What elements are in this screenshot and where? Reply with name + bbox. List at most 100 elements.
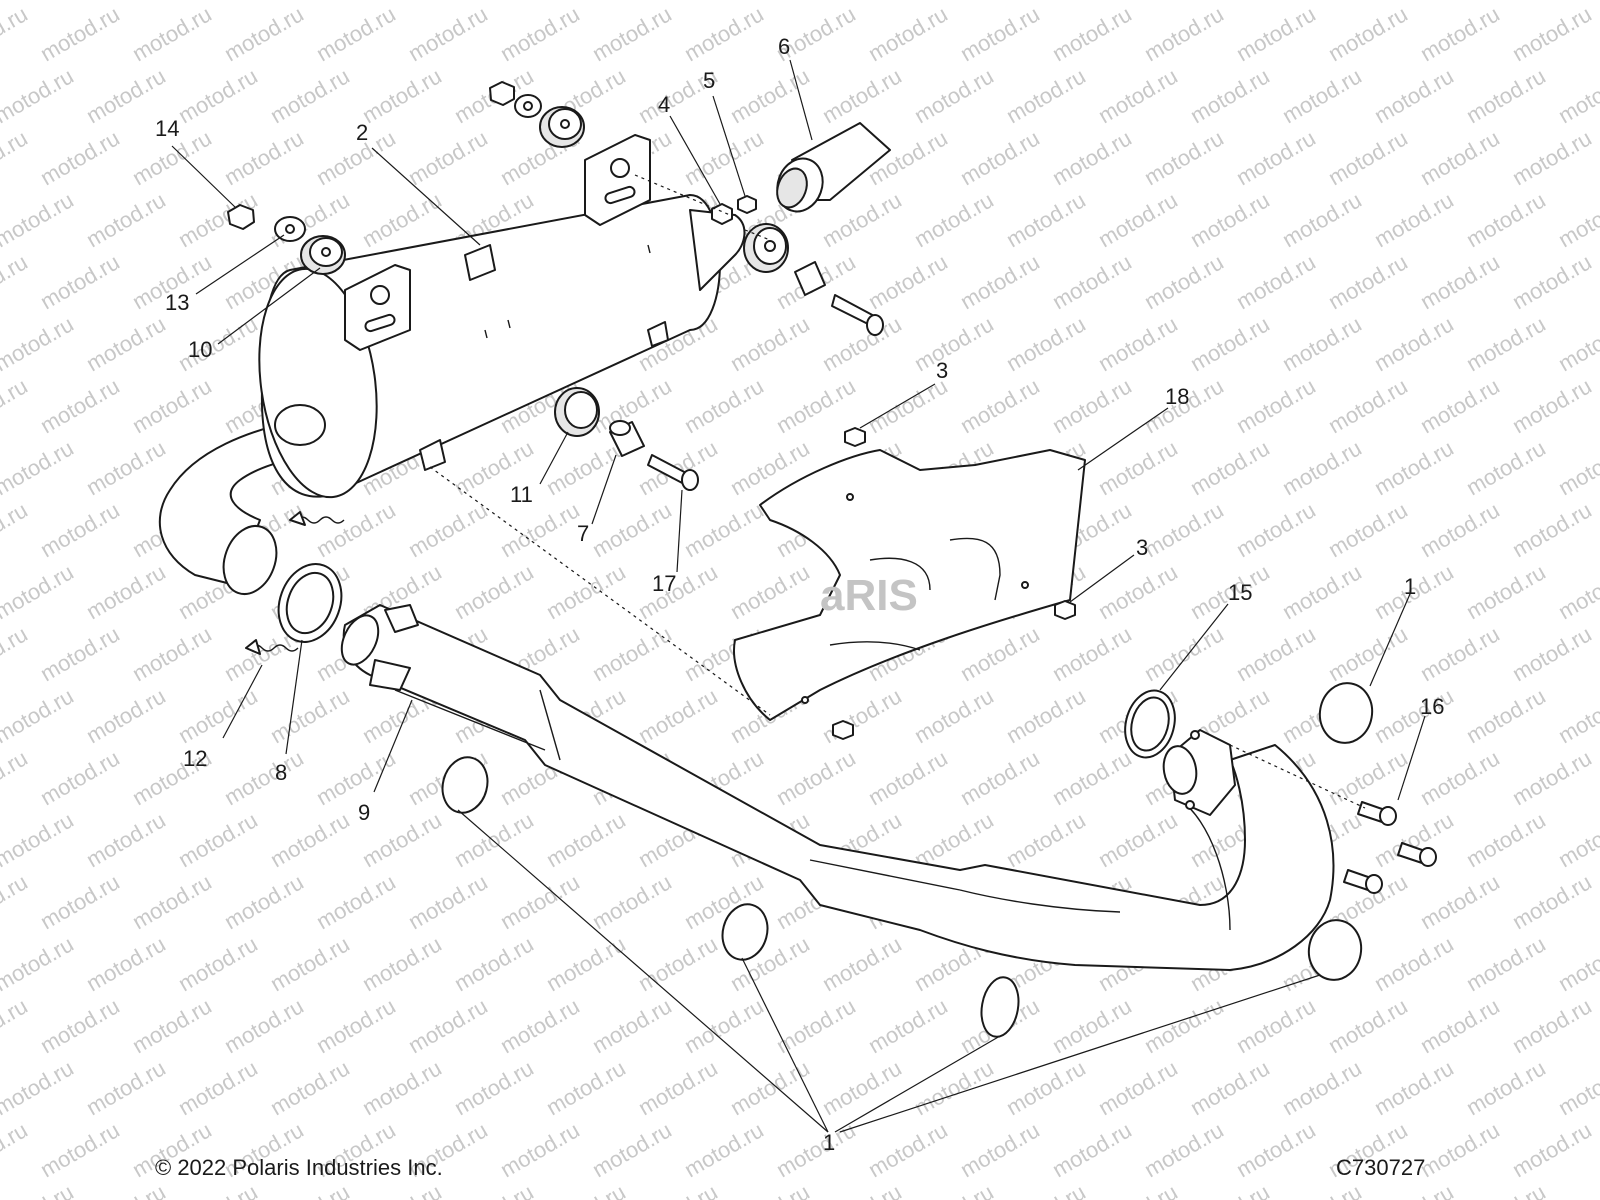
watermark-text: motod.ru: [220, 125, 308, 190]
spring-12: [245, 511, 345, 655]
watermark-text: motod.ru: [588, 993, 676, 1058]
watermark-text: motod.ru: [450, 0, 538, 4]
muffler: [158, 134, 746, 586]
watermark-text: motod.ru: [82, 807, 170, 872]
watermark-text: motod.ru: [1554, 63, 1600, 128]
callout-2: 2: [356, 120, 368, 145]
callout-14: 14: [155, 116, 179, 141]
watermark-text: motod.ru: [1416, 125, 1504, 190]
watermark-text: motod.ru: [36, 497, 124, 562]
watermark-text: motod.ru: [36, 1, 124, 66]
callout-18: 18: [1165, 384, 1189, 409]
watermark-text: motod.ru: [588, 1, 676, 66]
watermark-text: motod.ru: [1508, 621, 1596, 686]
watermark-text: motod.ru: [1462, 187, 1550, 252]
callout-8: 8: [275, 760, 287, 785]
leader-lines: [171, 59, 1426, 1133]
watermark-text: motod.ru: [0, 373, 32, 438]
watermark-text: motod.ru: [0, 993, 32, 1058]
watermark-text: motod.ru: [634, 1179, 722, 1200]
watermark-text: motod.ru: [910, 683, 998, 748]
watermark-text: motod.ru: [0, 311, 78, 376]
watermark-text: motod.ru: [1232, 1117, 1320, 1182]
watermark-text: motod.ru: [1094, 63, 1182, 128]
callout-9: 9: [358, 800, 370, 825]
watermark-text: motod.ru: [588, 497, 676, 562]
watermark-text: motod.ru: [0, 125, 32, 190]
watermark-text: motod.ru: [1416, 373, 1504, 438]
watermark-text: motod.ru: [266, 63, 354, 128]
watermark-text: motod.ru: [1186, 63, 1274, 128]
callout-numbers: 14 13 10 2 4 5 6 11 7 17 3 18 3 15 1 16 …: [155, 34, 1444, 1155]
watermark-text: motod.ru: [0, 1117, 32, 1182]
watermark-text: motod.ru: [1186, 1179, 1274, 1200]
watermark-text: motod.ru: [818, 683, 906, 748]
bolt-17: [647, 454, 699, 491]
watermark-text: motod.ru: [1370, 683, 1458, 748]
watermark-text: motod.ru: [1140, 993, 1228, 1058]
watermark-text: motod.ru: [1462, 1055, 1550, 1120]
watermark-text: motod.ru: [0, 683, 78, 748]
watermark-text: motod.ru: [726, 1179, 814, 1200]
watermark-text: motod.ru: [36, 125, 124, 190]
watermark-text: motod.ru: [450, 1055, 538, 1120]
watermark-text: motod.ru: [680, 993, 768, 1058]
washer-13: [274, 216, 306, 242]
watermark-text: motod.ru: [0, 1, 32, 66]
watermark-text: motod.ru: [358, 0, 446, 4]
watermark-text: motod.ru: [864, 1117, 952, 1182]
watermark-text: motod.ru: [864, 993, 952, 1058]
watermark-text: motod.ru: [1048, 1117, 1136, 1182]
callout-3-right: 3: [1136, 535, 1148, 560]
callout-4: 4: [658, 92, 670, 117]
watermark-text: motod.ru: [1508, 497, 1596, 562]
watermark-text: motod.ru: [1462, 683, 1550, 748]
watermark-text: motod.ru: [1324, 249, 1412, 314]
watermark-text: motod.ru: [312, 869, 400, 934]
watermark-text: motod.ru: [1278, 559, 1366, 624]
watermark-text: motod.ru: [174, 63, 262, 128]
watermark-text: motod.ru: [1094, 807, 1182, 872]
watermark-text: motod.ru: [0, 0, 78, 4]
watermark-text: motod.ru: [1462, 559, 1550, 624]
watermark-text: motod.ru: [1278, 1055, 1366, 1120]
watermark-text: motod.ru: [1462, 807, 1550, 872]
grommet-11: [554, 387, 600, 437]
watermark-text: motod.ru: [82, 187, 170, 252]
watermark-text: motod.ru: [1370, 1055, 1458, 1120]
watermark-text: motod.ru: [1002, 187, 1090, 252]
watermark-text: motod.ru: [1416, 1, 1504, 66]
watermark-text: motod.ru: [1140, 249, 1228, 314]
heat-shield-18: aRIS: [733, 449, 1086, 721]
copyright-notice: © 2022 Polaris Industries Inc.: [155, 1155, 443, 1180]
watermark-text: motod.ru: [0, 621, 32, 686]
watermark-text: motod.ru: [1186, 0, 1274, 4]
watermark-text: motod.ru: [1186, 1055, 1274, 1120]
watermark-text: motod.ru: [634, 931, 722, 996]
watermark-text: motod.ru: [266, 1179, 354, 1200]
watermark-text: motod.ru: [404, 497, 492, 562]
watermark-text: motod.ru: [404, 125, 492, 190]
watermark-text: motod.ru: [1416, 621, 1504, 686]
watermark-text: motod.ru: [542, 559, 630, 624]
watermark-text: motod.ru: [36, 373, 124, 438]
watermark-text: motod.ru: [726, 559, 814, 624]
watermark-text: motod.ru: [450, 559, 538, 624]
watermark-text: motod.ru: [1508, 993, 1596, 1058]
watermark-text: motod.ru: [1232, 373, 1320, 438]
watermark-text: motod.ru: [588, 621, 676, 686]
watermark-text: motod.ru: [1462, 311, 1550, 376]
watermark-text: motod.ru: [128, 373, 216, 438]
watermark-text: motod.ru: [82, 435, 170, 500]
watermark-text: motod.ru: [1324, 497, 1412, 562]
watermark-text: motod.ru: [1462, 0, 1550, 4]
watermark-text: motod.ru: [1232, 249, 1320, 314]
watermark-text: motod.ru: [956, 1, 1044, 66]
callout-11: 11: [510, 482, 533, 507]
watermark-text: motod.ru: [1416, 745, 1504, 810]
watermark-text: motod.ru: [220, 869, 308, 934]
watermark-text: motod.ru: [1370, 63, 1458, 128]
watermark-text: motod.ru: [588, 1117, 676, 1182]
watermark-text: motod.ru: [1370, 931, 1458, 996]
callout-6: 6: [778, 34, 790, 59]
